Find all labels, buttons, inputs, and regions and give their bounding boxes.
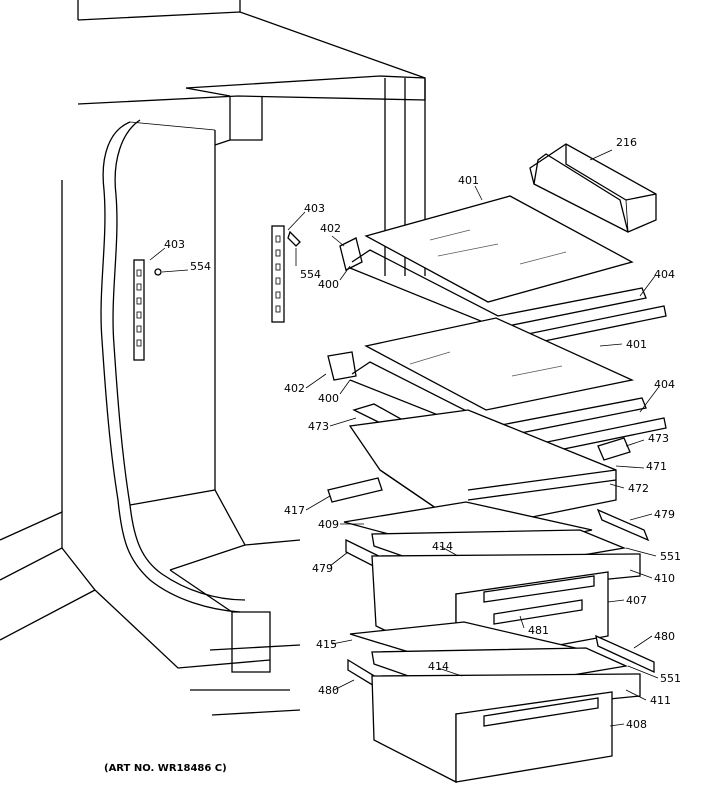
upper-shelf-assembly bbox=[339, 195, 667, 347]
part-404-shelf-trim-upper-label: 404 bbox=[654, 268, 675, 281]
part-404-shelf-trim-lower-label: 404 bbox=[654, 378, 675, 391]
part-402-shelf-support-lower-label: 402 bbox=[284, 382, 305, 395]
part-402-shelf-support-upper-label: 402 bbox=[320, 222, 341, 235]
lower-crisper-pan bbox=[371, 673, 641, 784]
part-554-screw-left-label: 554 bbox=[190, 260, 211, 273]
part-481-pan-handle-label: 481 bbox=[528, 624, 549, 637]
leader-lines bbox=[149, 149, 659, 727]
part-403-shelf-ladder-left-label: 403 bbox=[164, 238, 185, 251]
part-554-screw-right-label: 554 bbox=[300, 268, 321, 281]
cabinet-liner bbox=[0, 0, 426, 716]
part-417-slide-rail-label: 417 bbox=[284, 504, 305, 517]
part-414-cover-frame-upper-label: 414 bbox=[432, 540, 453, 553]
part-400-shelf-frame-lower-label: 400 bbox=[318, 392, 339, 405]
meat-pan-assembly bbox=[327, 403, 631, 531]
part-479-slide-left-label: 479 bbox=[312, 562, 333, 575]
part-403-shelf-ladder-right-label: 403 bbox=[304, 202, 325, 215]
part-480-slide-left-label: 480 bbox=[318, 684, 339, 697]
part-551-clip-lower-label: 551 bbox=[660, 672, 681, 685]
part-471-meat-pan-cover-label: 471 bbox=[646, 460, 667, 473]
door-bin bbox=[529, 143, 657, 233]
part-401-glass-shelf-upper-label: 401 bbox=[458, 174, 479, 187]
part-216-door-bin-label: 216 bbox=[616, 136, 637, 149]
part-479-slide-right-label: 479 bbox=[654, 508, 675, 521]
part-407-crisper-pan-upper-label: 407 bbox=[626, 594, 647, 607]
part-415-crisper-cover-glass-lower-label: 415 bbox=[316, 638, 337, 651]
part-473-drawer-rail-right-label: 473 bbox=[648, 432, 669, 445]
part-414-cover-frame-lower-label: 414 bbox=[428, 660, 449, 673]
part-410-pan-trim-upper-label: 410 bbox=[654, 572, 675, 585]
part-labels: 216 401 403 402 554 400 404 403 554 401 … bbox=[164, 136, 681, 731]
shelf-ladder-left bbox=[133, 259, 162, 361]
part-411-pan-trim-lower-label: 411 bbox=[650, 694, 671, 707]
part-472-meat-pan-label: 472 bbox=[628, 482, 649, 495]
shelf-ladder-right bbox=[271, 225, 301, 323]
part-473-drawer-rail-left-label: 473 bbox=[308, 420, 329, 433]
part-480-slide-right-label: 480 bbox=[654, 630, 675, 643]
part-551-clip-upper-label: 551 bbox=[660, 550, 681, 563]
part-401-glass-shelf-lower-label: 401 bbox=[626, 338, 647, 351]
part-408-crisper-pan-lower-label: 408 bbox=[626, 718, 647, 731]
art-number-caption: (ART NO. WR18486 C) bbox=[104, 763, 227, 774]
part-400-shelf-frame-upper-label: 400 bbox=[318, 278, 339, 291]
part-409-crisper-cover-glass-label: 409 bbox=[318, 518, 339, 531]
